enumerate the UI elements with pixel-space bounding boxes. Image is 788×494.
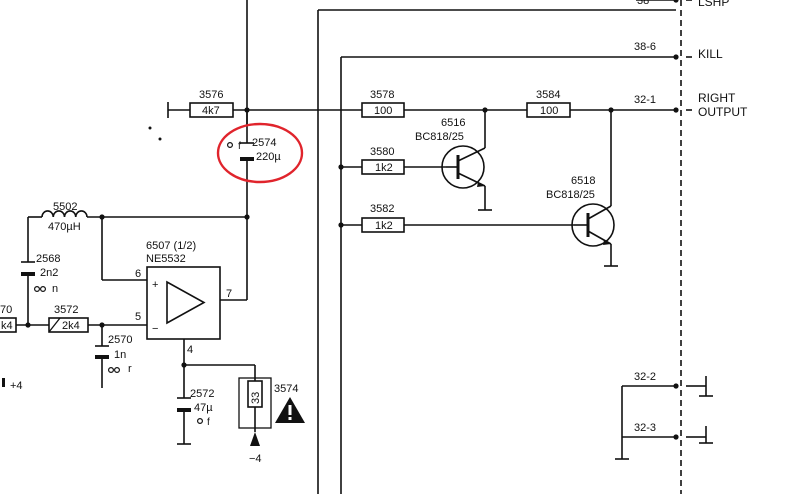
- wiring: [0, 0, 713, 494]
- capacitor-2572-value: 47µ: [194, 402, 213, 414]
- capacitor-2570: 2570 1n r: [95, 334, 132, 375]
- resistor-3572: 3572 2k4: [48, 304, 89, 333]
- kill-label: KILL: [698, 47, 723, 61]
- capacitor-2574-mark: f: [238, 141, 241, 152]
- resistor-3578: 3578 100: [361, 89, 405, 118]
- opamp-minus-sign: −: [152, 323, 158, 335]
- resistor-3576-ref: 3576: [199, 89, 223, 101]
- capacitor-2568-value: 2n2: [40, 267, 58, 279]
- resistor-3578-ref: 3578: [370, 89, 394, 101]
- inductor-5502-ref: 5502: [53, 201, 77, 213]
- lshp-pin: 38: [637, 0, 649, 7]
- transistor-6516: 6516 BC818/25: [415, 117, 486, 189]
- lshp-label: LSHP: [698, 0, 729, 9]
- capacitor-2570-mark: r: [128, 363, 132, 375]
- opamp-6507: 6507 (1/2) NE5532 + − 6 5 7 4: [135, 240, 232, 356]
- resistor-3576: 3576 4k7: [189, 89, 234, 118]
- opamp-plus-sign: +: [152, 279, 158, 291]
- right-output-label-1: RIGHT: [698, 91, 736, 105]
- resistor-3582-value: 1k2: [375, 220, 393, 232]
- transistor-6518-ref: 6518: [571, 175, 595, 187]
- supply-pos-label: +4: [10, 380, 23, 392]
- opamp-pin-5: 5: [135, 311, 141, 323]
- capacitor-2574-value: 220µ: [256, 151, 281, 163]
- resistor-3580-value: 1k2: [375, 162, 393, 174]
- right-output-label-2: OUTPUT: [698, 105, 748, 119]
- capacitor-2570-ref: 2570: [108, 334, 132, 346]
- resistor-3584: 3584 100: [526, 89, 571, 118]
- resistor-3580: 3580 1k2: [361, 146, 405, 175]
- resistor-3574: 33 3574: [238, 377, 298, 429]
- opamp-pin-4: 4: [187, 344, 193, 356]
- opamp-pin-7: 7: [226, 288, 232, 300]
- transistor-6518: 6518 BC818/25: [546, 175, 615, 247]
- inductor-5502: 5502 470µH: [41, 201, 88, 233]
- ground-a-pin: 32-2: [634, 371, 656, 383]
- highlight-circle: [216, 122, 304, 184]
- negative-supply-arrow: −4: [249, 432, 262, 465]
- warning-icon: [275, 397, 305, 423]
- resistor-left-value: k4: [1, 320, 13, 332]
- resistor-3584-ref: 3584: [536, 89, 560, 101]
- resistor-3572-ref: 3572: [54, 304, 78, 316]
- supply-neg-label: −4: [249, 453, 262, 465]
- positive-supply: +4: [2, 378, 23, 392]
- resistor-3574-ref: 3574: [274, 383, 298, 395]
- transistor-6516-ref: 6516: [441, 117, 465, 129]
- capacitor-2568: 2568 2n2 n: [21, 253, 60, 295]
- transistor-6516-type: BC818/25: [415, 131, 464, 143]
- right-output-pin: 32-1: [634, 94, 656, 106]
- capacitor-2572-ref: 2572: [190, 388, 214, 400]
- resistor-left-ref: 70: [0, 304, 12, 316]
- junction-dots: [25, 0, 679, 440]
- resistor-3580-ref: 3580: [370, 146, 394, 158]
- opamp-pin-6: 6: [135, 268, 141, 280]
- capacitor-2574: f 2574 220µ: [227, 137, 281, 163]
- opamp-ref: 6507 (1/2): [146, 240, 196, 252]
- resistor-3576-value: 4k7: [202, 105, 220, 117]
- capacitor-2568-ref: 2568: [36, 253, 60, 265]
- connector-labels: 38 LSHP 38-6 KILL 32-1 RIGHT OUTPUT 32-2…: [634, 0, 748, 434]
- resistor-3572-value: 2k4: [62, 320, 80, 332]
- capacitor-2570-value: 1n: [114, 349, 126, 361]
- ground-b-pin: 32-3: [634, 422, 656, 434]
- opamp-type: NE5532: [146, 253, 186, 265]
- transistor-6518-type: BC818/25: [546, 189, 595, 201]
- resistor-3574-value: 33: [250, 392, 262, 404]
- resistor-3582-ref: 3582: [370, 203, 394, 215]
- capacitor-2572-mark: f: [207, 417, 210, 428]
- capacitor-2572: 2572 47µ f: [177, 388, 214, 428]
- resistor-3582: 3582 1k2: [361, 203, 405, 233]
- resistor-3578-value: 100: [374, 105, 392, 117]
- inductor-5502-value: 470µH: [48, 221, 81, 233]
- resistor-3584-value: 100: [540, 105, 558, 117]
- capacitor-2574-ref: 2574: [252, 137, 276, 149]
- kill-pin: 38-6: [634, 41, 656, 53]
- resistor-left-partial: 70 k4: [0, 304, 17, 333]
- capacitor-2568-mark: n: [52, 283, 58, 295]
